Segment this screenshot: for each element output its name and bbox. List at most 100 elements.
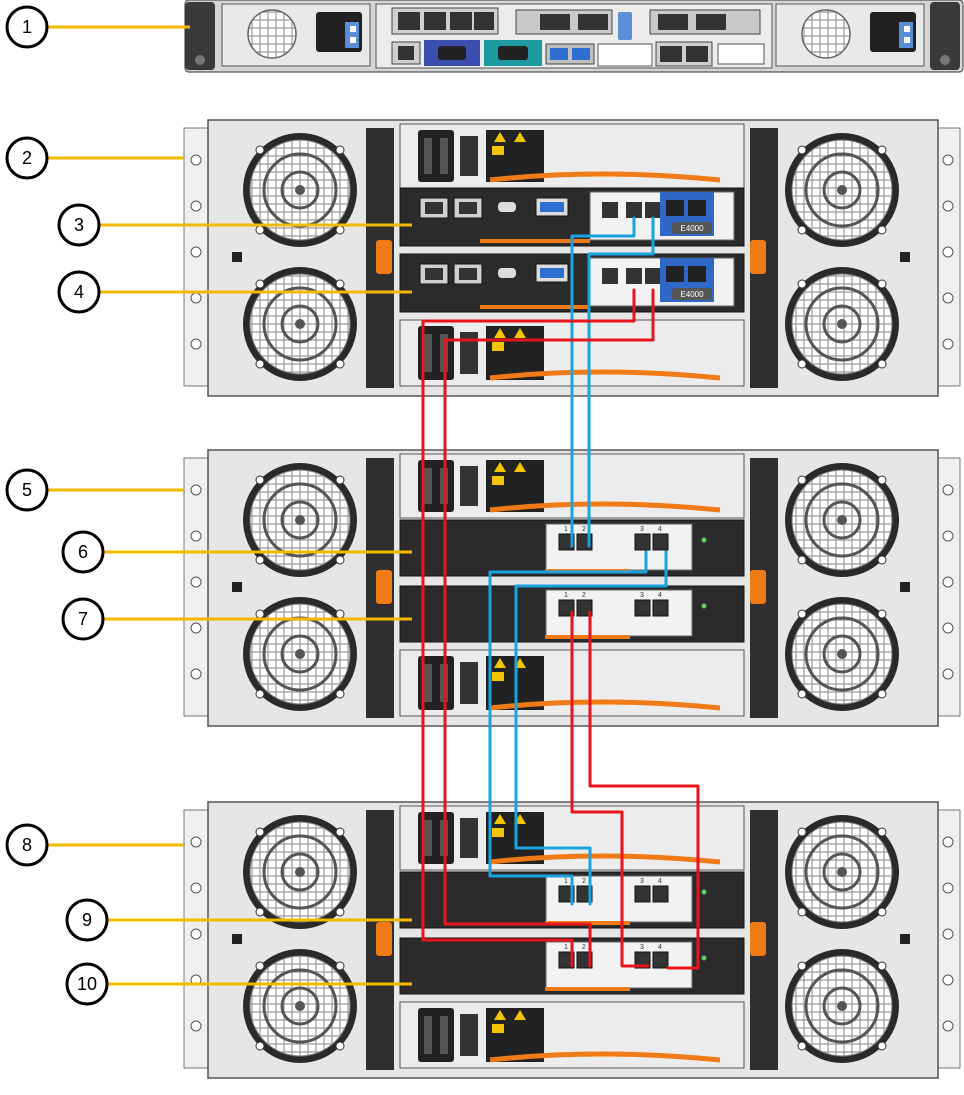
release-latch	[618, 12, 632, 40]
fan-screw	[255, 145, 265, 155]
status-led	[701, 955, 707, 961]
mount-hole	[942, 576, 954, 588]
fan-hub	[837, 867, 847, 877]
warning-icon	[514, 132, 526, 142]
callout-circle	[57, 270, 101, 314]
red-cable	[443, 288, 655, 968]
sas-port	[645, 268, 661, 284]
callout-number: 1	[22, 17, 32, 37]
fan-screw	[877, 907, 887, 917]
fan-screw	[797, 555, 807, 565]
fan-ring	[280, 986, 320, 1026]
usb-port-socket	[540, 202, 564, 212]
fan-ring	[280, 500, 320, 540]
fan-icon	[247, 9, 297, 59]
fan-screw	[877, 827, 887, 837]
orange-latch	[376, 240, 392, 274]
fan-screw	[335, 609, 345, 619]
warning-label	[486, 460, 544, 512]
psu-handle	[489, 369, 721, 381]
sas-port	[652, 533, 669, 551]
fan-ring	[804, 968, 880, 1044]
label-icon	[492, 1024, 504, 1033]
mount-hole	[190, 576, 202, 588]
fan-icon	[243, 815, 357, 929]
mount-hole	[942, 836, 954, 848]
led-indicator	[900, 934, 910, 944]
blue-cable	[587, 216, 655, 548]
label-icon	[492, 828, 504, 837]
fan-icon	[785, 463, 899, 577]
sas-port	[602, 202, 618, 218]
callout-circle	[65, 962, 109, 1006]
warning-icon	[494, 658, 506, 668]
fan-screw	[255, 555, 265, 565]
callout-circle	[57, 203, 101, 247]
fan-icon	[243, 597, 357, 711]
mount-hole	[942, 246, 954, 258]
usb-c-port	[498, 268, 516, 278]
inlet-pin	[424, 468, 432, 504]
fan-icon	[243, 949, 357, 1063]
right-rack-ear	[930, 2, 960, 70]
callout-circle	[61, 597, 105, 641]
port-label: 2	[582, 878, 586, 885]
warning-icon	[514, 328, 526, 338]
callout-number: 7	[78, 609, 88, 629]
power-switch	[460, 466, 478, 506]
fan-screw	[877, 555, 887, 565]
warning-icon	[494, 328, 506, 338]
sas-port	[576, 599, 593, 617]
fan-screw	[797, 225, 807, 235]
fan-screw	[255, 827, 265, 837]
fan-icon	[785, 133, 899, 247]
blue-cable	[488, 550, 648, 906]
usb-c-port	[498, 202, 516, 212]
fan-screw	[797, 475, 807, 485]
fan-screw	[255, 359, 265, 369]
fan-icon	[785, 597, 899, 711]
inlet-pin	[424, 1016, 432, 1054]
mount-hole	[190, 246, 202, 258]
fan-screw	[335, 827, 345, 837]
power-supply	[399, 123, 745, 189]
fan-screw	[255, 1041, 265, 1051]
power-switch	[460, 136, 478, 176]
fan-screw	[877, 689, 887, 699]
fan-screw	[877, 961, 887, 971]
fan-screw	[335, 279, 345, 289]
fan-ring	[262, 286, 338, 362]
callout-circle	[5, 5, 49, 49]
mgmt-port-socket	[425, 202, 443, 214]
inlet-pin	[440, 1016, 448, 1054]
led-indicator	[900, 252, 910, 262]
fan-screw	[255, 961, 265, 971]
led-indicator	[232, 582, 242, 592]
callout-circle	[5, 136, 49, 180]
fan-ring	[804, 616, 880, 692]
callout-circle	[61, 530, 105, 574]
mount-hole	[942, 200, 954, 212]
inlet-pin	[424, 138, 432, 174]
warning-icon	[494, 814, 506, 824]
fan-hub	[837, 649, 847, 659]
mount-hole	[190, 1020, 202, 1032]
usb-port-socket	[540, 268, 564, 278]
mount-hole	[942, 928, 954, 940]
mount-hole	[190, 928, 202, 940]
callout-6: 6	[61, 530, 412, 574]
mount-hole	[942, 974, 954, 986]
sas-port	[576, 951, 593, 969]
port-label: 1	[564, 592, 568, 599]
fan-icon	[243, 463, 357, 577]
fan-ring	[804, 286, 880, 362]
fan-icon	[243, 133, 357, 247]
label-icon	[492, 476, 504, 485]
fan-ring	[262, 968, 338, 1044]
callout-number: 4	[74, 282, 84, 302]
sas-port	[634, 599, 651, 617]
mount-hole	[190, 530, 202, 542]
sas-port	[626, 202, 642, 218]
callout-circle	[5, 468, 49, 512]
